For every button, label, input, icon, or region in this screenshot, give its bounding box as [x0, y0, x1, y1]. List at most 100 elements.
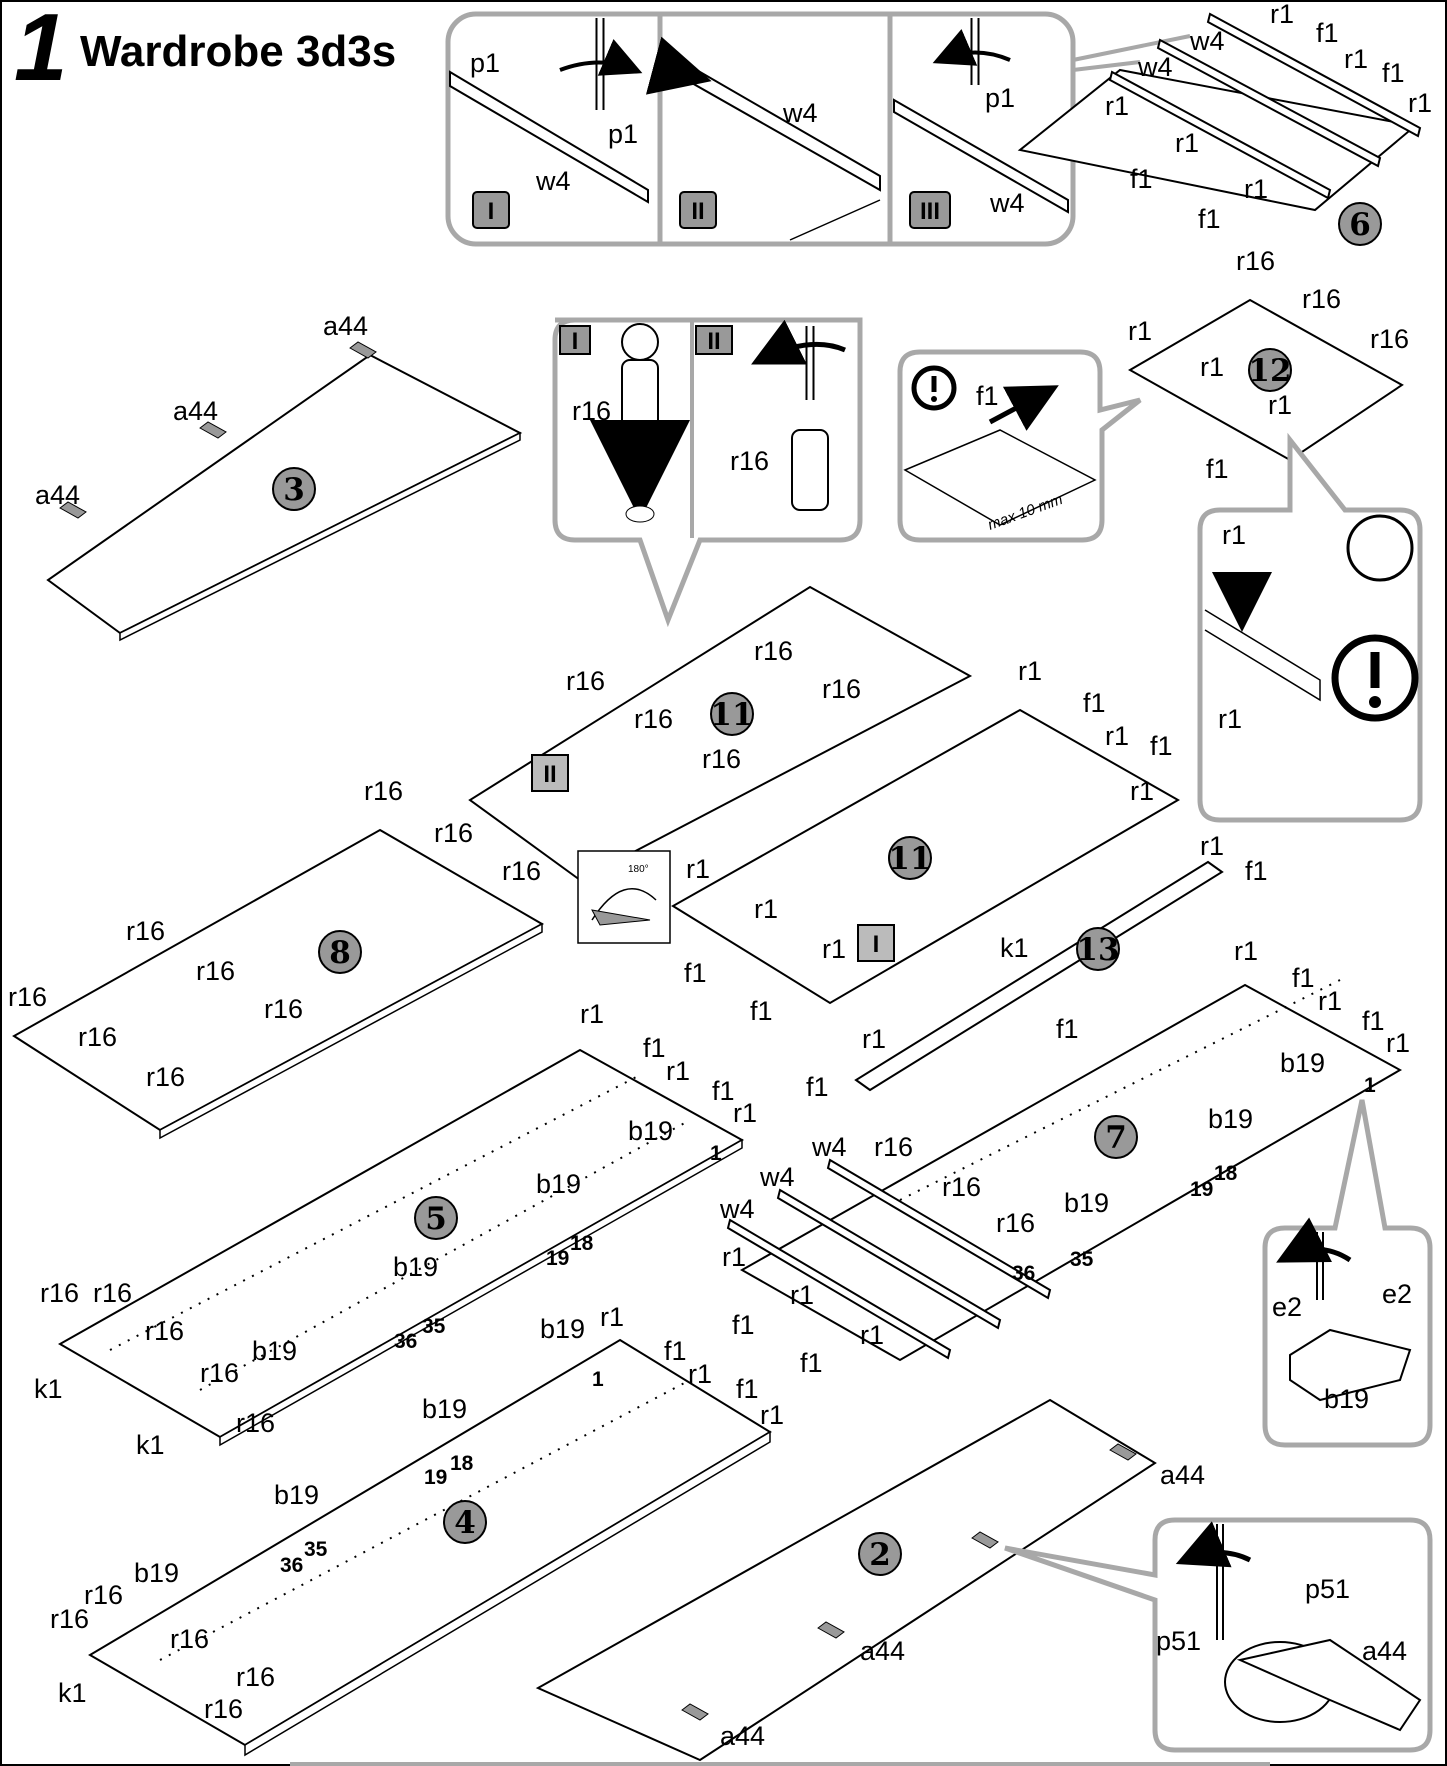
rotate-180-box: 180° [577, 850, 671, 944]
svg-text:b19: b19 [1324, 1384, 1369, 1414]
svg-text:r1: r1 [686, 854, 710, 884]
panel-badge-4 [443, 1500, 487, 1544]
svg-text:f1: f1 [1130, 164, 1153, 194]
svg-text:13: 13 [1076, 932, 1119, 968]
svg-text:5: 5 [425, 1201, 447, 1237]
svg-text:r16: r16 [78, 1022, 117, 1052]
panel-badge-3 [272, 467, 316, 511]
svg-text:r16: r16 [754, 636, 793, 666]
svg-text:r16: r16 [1370, 324, 1409, 354]
svg-text:f1: f1 [1292, 963, 1315, 993]
svg-text:4: 4 [454, 1505, 476, 1541]
svg-text:r1: r1 [760, 1400, 784, 1430]
panel-badge-11 [710, 692, 754, 736]
svg-text:18: 18 [1214, 1162, 1238, 1185]
svg-text:r16: r16 [502, 856, 541, 886]
svg-text:f1: f1 [1206, 454, 1229, 484]
svg-text:I: I [488, 198, 495, 225]
label-w4: w4 [535, 166, 571, 196]
svg-text:k1: k1 [1000, 933, 1029, 963]
svg-text:r1: r1 [1268, 390, 1292, 420]
svg-text:r1: r1 [822, 934, 846, 964]
panel-badge-2 [858, 1532, 902, 1576]
svg-text:w4: w4 [1137, 52, 1173, 82]
svg-text:r16: r16 [8, 982, 47, 1012]
svg-text:r1: r1 [688, 1359, 712, 1389]
svg-text:18: 18 [570, 1232, 594, 1255]
svg-text:r1: r1 [733, 1098, 757, 1128]
svg-text:III: III [920, 198, 940, 225]
svg-text:b19: b19 [540, 1314, 585, 1344]
svg-text:f1: f1 [643, 1033, 666, 1063]
svg-text:r16: r16 [200, 1358, 239, 1388]
svg-text:f1: f1 [736, 1374, 759, 1404]
svg-text:f1: f1 [1316, 18, 1339, 48]
svg-text:b19: b19 [393, 1252, 438, 1282]
substep-badge-ii [679, 191, 717, 229]
svg-text:b19: b19 [274, 1480, 319, 1510]
svg-text:e2: e2 [1272, 1292, 1302, 1322]
svg-text:w4: w4 [719, 1194, 755, 1224]
svg-text:f1: f1 [1056, 1014, 1079, 1044]
svg-text:r1: r1 [862, 1024, 886, 1054]
page-title: Wardrobe 3d3s [80, 27, 397, 76]
label-w4: w4 [989, 188, 1025, 218]
panel-12-assembly: r16 r16 r16 r1 r1 r1 f1 12 [1127, 246, 1409, 484]
panel-badge-11 [888, 836, 932, 880]
svg-text:2: 2 [869, 1537, 891, 1573]
svg-text:r1: r1 [1244, 174, 1268, 204]
svg-text:r16: r16 [40, 1278, 79, 1308]
svg-text:r16: r16 [434, 818, 473, 848]
svg-text:r16: r16 [236, 1662, 275, 1692]
svg-text:f1: f1 [976, 381, 999, 411]
hinge-p51-detail-callout: p51 p51 a44 [1004, 1517, 1433, 1753]
svg-text:b19: b19 [1064, 1188, 1109, 1218]
panel-5-assembly: r1 f1 r1 f1 r1 b19 1 b19 19 18 b19 36 35… [34, 999, 757, 1460]
svg-text:k1: k1 [34, 1374, 63, 1404]
svg-text:r1: r1 [1222, 520, 1246, 550]
svg-text:r1: r1 [1318, 986, 1342, 1016]
svg-text:a44: a44 [1160, 1460, 1205, 1490]
label-p1: p1 [470, 48, 500, 78]
svg-text:f1: f1 [732, 1310, 755, 1340]
svg-text:r1: r1 [1344, 44, 1368, 74]
svg-text:1: 1 [592, 1368, 604, 1391]
svg-text:a44: a44 [173, 396, 218, 426]
svg-text:r16: r16 [84, 1580, 123, 1610]
hinge-b19-detail-callout: e2 e2 b19 [1262, 1099, 1433, 1448]
svg-text:f1: f1 [1245, 856, 1268, 886]
svg-text:f1: f1 [684, 958, 707, 988]
svg-text:b19: b19 [628, 1116, 673, 1146]
svg-text:f1: f1 [750, 996, 773, 1026]
svg-text:r16: r16 [236, 1408, 275, 1438]
svg-text:k1: k1 [58, 1678, 87, 1708]
svg-text:r1: r1 [754, 894, 778, 924]
svg-text:b19: b19 [134, 1558, 179, 1588]
svg-text:r1: r1 [600, 1302, 624, 1332]
svg-text:r16: r16 [204, 1694, 243, 1724]
svg-text:r1: r1 [1130, 776, 1154, 806]
svg-text:r1: r1 [1218, 704, 1242, 734]
panel-badge-12 [1248, 348, 1292, 392]
svg-text:f1: f1 [1198, 204, 1221, 234]
svg-text:f1: f1 [1362, 1006, 1385, 1036]
svg-text:35: 35 [1070, 1248, 1094, 1271]
svg-text:b19: b19 [536, 1169, 581, 1199]
svg-text:r16: r16 [126, 916, 165, 946]
panel-2-assembly: a44 a44 a44 2 [535, 1398, 1205, 1762]
svg-text:p51: p51 [1305, 1574, 1350, 1604]
svg-text:180°: 180° [628, 864, 649, 875]
panel-badge-8 [318, 930, 362, 974]
r1-warning-callout: r1 r1 [1197, 432, 1423, 823]
svg-text:p51: p51 [1156, 1626, 1201, 1656]
svg-text:I: I [572, 328, 579, 355]
svg-text:w4: w4 [811, 1132, 847, 1162]
svg-text:r1: r1 [1386, 1028, 1410, 1058]
svg-text:r1: r1 [1128, 316, 1152, 346]
step-number: 1 [14, 0, 67, 101]
svg-text:f1: f1 [800, 1348, 823, 1378]
svg-text:11: 11 [888, 841, 931, 877]
svg-text:r16: r16 [1236, 246, 1275, 276]
